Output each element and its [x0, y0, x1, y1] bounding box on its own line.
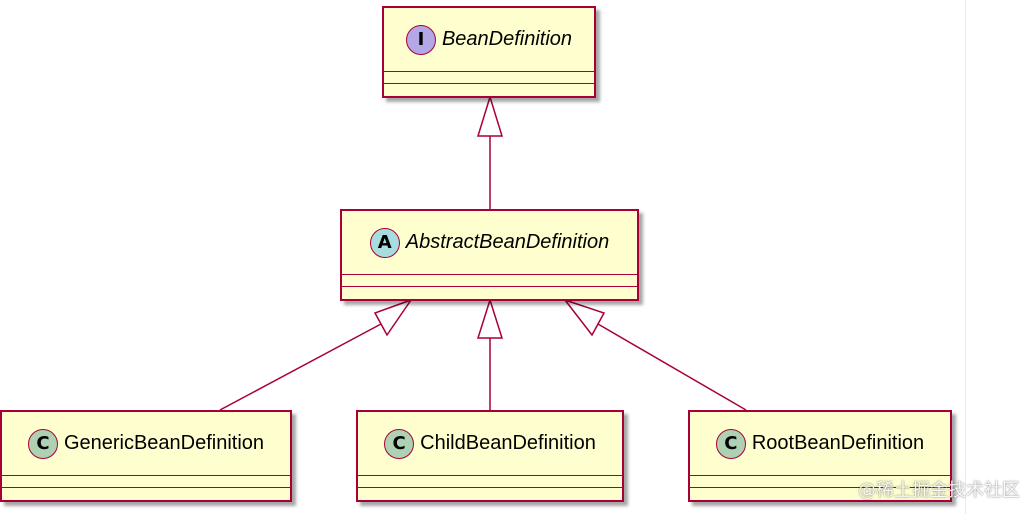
class-header: C ChildBeanDefinition — [358, 412, 622, 476]
class-name: GenericBeanDefinition — [63, 432, 265, 454]
methods-section — [358, 488, 622, 500]
class-header: C RootBeanDefinition — [690, 412, 950, 476]
methods-section — [2, 488, 290, 500]
methods-section — [384, 84, 594, 96]
methods-section — [342, 287, 637, 299]
class-root-bean-definition: C RootBeanDefinition — [688, 410, 952, 502]
fields-section — [358, 476, 622, 488]
fields-section — [342, 275, 637, 287]
class-name: RootBeanDefinition — [751, 432, 925, 454]
class-header: C GenericBeanDefinition — [2, 412, 290, 476]
watermark: @稀土掘金技术社区 — [858, 480, 1020, 501]
fields-section — [2, 476, 290, 488]
class-header: I BeanDefinition — [384, 8, 594, 72]
edge-generic-to-abstract — [219, 323, 382, 411]
interface-icon: I — [405, 24, 436, 55]
edge-root-to-abstract — [597, 323, 747, 411]
class-icon: C — [715, 428, 746, 459]
abstract-class-abstract-bean-definition: A AbstractBeanDefinition — [340, 209, 639, 301]
class-child-bean-definition: C ChildBeanDefinition — [356, 410, 624, 502]
abstract-class-icon: A — [369, 227, 400, 258]
fields-section — [690, 476, 950, 488]
fields-section — [384, 72, 594, 84]
inheritance-arrowhead-icon — [476, 94, 504, 137]
interface-bean-definition: I BeanDefinition — [382, 6, 596, 98]
page-divider — [965, 0, 966, 514]
class-icon: C — [384, 428, 415, 459]
class-generic-bean-definition: C GenericBeanDefinition — [0, 410, 292, 502]
class-header: A AbstractBeanDefinition — [342, 211, 637, 275]
inheritance-arrowhead-icon — [373, 298, 413, 337]
class-name: BeanDefinition — [441, 28, 573, 50]
class-icon: C — [27, 428, 58, 459]
inheritance-arrowhead-icon — [562, 298, 606, 337]
inheritance-arrowhead-icon — [476, 297, 504, 339]
class-name: ChildBeanDefinition — [420, 432, 596, 454]
class-name: AbstractBeanDefinition — [405, 231, 610, 253]
